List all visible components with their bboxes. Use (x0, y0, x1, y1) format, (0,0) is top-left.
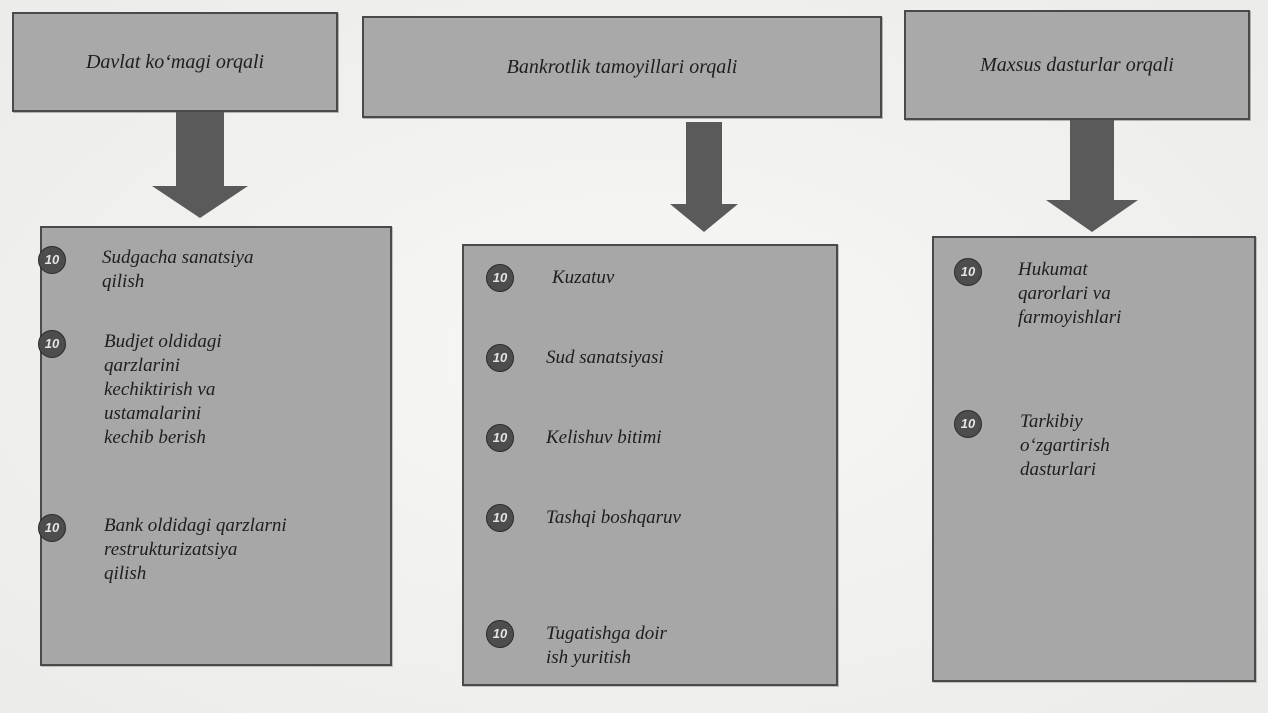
item-text: Hukumat qarorlari va farmoyishlari (1018, 259, 1122, 328)
item-text: Sudgacha sanatsiya qilish (102, 247, 254, 292)
bullet-10-icon: 10 (486, 424, 514, 452)
list-item: 10 Kelishuv bitimi (486, 424, 662, 452)
list-item: 10 Tugatishga doir ish yuritish (486, 620, 667, 670)
item-text: Tarkibiy o‘zgartirish dasturlari (1020, 411, 1110, 480)
header-maxsus-dasturlar: Maxsus dasturlar orqali (904, 10, 1250, 120)
header-davlat-komagi: Davlat ko‘magi orqali (12, 12, 338, 112)
list-item: 10 Kuzatuv (486, 264, 614, 292)
list-item: 10 Sud sanatsiyasi (486, 344, 664, 372)
item-text: Tugatishga doir ish yuritish (546, 623, 667, 668)
list-item: 10 Budjet oldidagi qarzlarini kechiktiri… (38, 330, 222, 450)
list-item: 10 Bank oldidagi qarzlarni restrukturiza… (38, 514, 287, 586)
bullet-10-icon: 10 (486, 264, 514, 292)
item-text: Tashqi boshqaruv (546, 507, 681, 528)
down-arrow-1 (152, 112, 248, 218)
bullet-10-icon: 10 (38, 514, 66, 542)
down-arrow-3 (1046, 120, 1138, 232)
content-box-maxsus-dasturlar (932, 236, 1256, 682)
item-text: Budjet oldidagi qarzlarini kechiktirish … (104, 331, 222, 448)
bullet-10-icon: 10 (38, 330, 66, 358)
header-label: Davlat ko‘magi orqali (85, 50, 265, 73)
header-label: Bankrotlik tamoyillari orqali (506, 55, 738, 78)
item-text: Sud sanatsiyasi (546, 347, 664, 368)
down-arrow-2 (670, 122, 738, 232)
item-text: Kelishuv bitimi (546, 427, 662, 448)
item-text: Kuzatuv (552, 267, 615, 288)
bullet-10-icon: 10 (38, 246, 66, 274)
bullet-10-icon: 10 (954, 410, 982, 438)
list-item: 10 Tarkibiy o‘zgartirish dasturlari (954, 410, 1110, 482)
bullet-10-icon: 10 (486, 504, 514, 532)
bullet-10-icon: 10 (954, 258, 982, 286)
header-label: Maxsus dasturlar orqali (980, 53, 1174, 76)
list-item: 10 Hukumat qarorlari va farmoyishlari (954, 258, 1121, 330)
content-box-bankrotlik-tamoyillari (462, 244, 838, 686)
content-box-davlat-komagi (40, 226, 392, 666)
list-item: 10 Sudgacha sanatsiya qilish (38, 246, 253, 294)
bullet-10-icon: 10 (486, 344, 514, 372)
bullet-10-icon: 10 (486, 620, 514, 648)
list-item: 10 Tashqi boshqaruv (486, 504, 681, 532)
header-bankrotlik-tamoyillari: Bankrotlik tamoyillari orqali (362, 16, 882, 118)
item-text: Bank oldidagi qarzlarni restrukturizatsi… (104, 515, 287, 584)
